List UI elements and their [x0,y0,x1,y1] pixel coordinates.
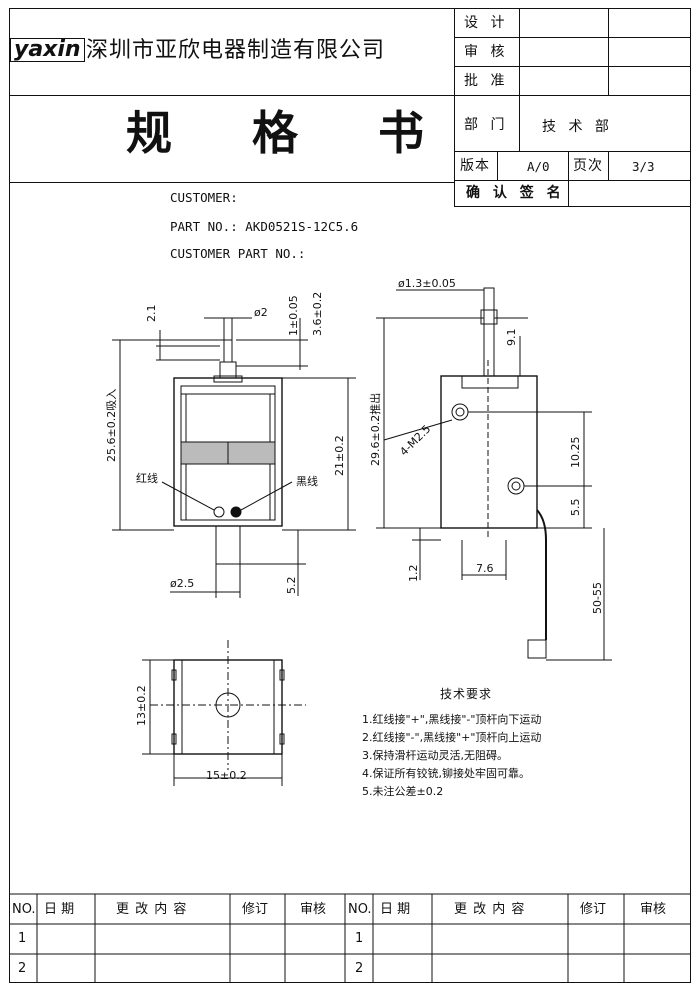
red-wire-label: 红线 [136,472,158,485]
page-value: 3/3 [632,159,655,174]
rev-row-no: 2 [355,961,364,976]
dim-7-6: 7.6 [476,562,494,575]
rev-header-review: 审核 [640,902,667,917]
dept-value: 技 术 部 [542,119,613,135]
part-no-label: PART NO.: AKD0521S-12C5.6 [170,219,359,234]
dim-5-5: 5.5 [569,498,582,517]
tech-requirement-item: 3.保持滑杆运动灵活,无阻碍。 [362,749,508,762]
dim-5-2: 5.2 [285,576,298,595]
tech-requirements-title: 技术要求 [440,687,493,701]
rev-header-revise: 修订 [580,902,607,917]
review-label: 审 核 [464,44,509,60]
black-wire-label: 黑线 [296,475,318,488]
dim-phi1-3: ø1.3±0.05 [398,277,456,290]
rev-header-date: 日 期 [44,902,75,917]
tech-requirement-item: 4.保证所有铰铳,铆接处牢固可靠。 [362,767,530,780]
rev-row-no: 2 [18,961,27,976]
header-divider [454,8,455,206]
bottom-view [142,640,306,786]
version-label: 版本 [460,158,490,174]
header-divider [454,37,691,38]
header-divider [454,180,691,181]
tech-requirement-item: 2.红线接"-",黑线接"+"顶杆向上运动 [362,731,542,744]
dim-29-6: 29.6±0.2推出 [369,392,382,466]
company-logo: yaxin [10,38,85,62]
company-name: 深圳市亚欣电器制造有限公司 [86,38,386,63]
rev-header-review: 审核 [300,902,327,917]
header-divider [568,151,569,206]
rev-header-no: NO. [12,902,36,917]
header-divider [519,8,520,151]
revision-table-grid [9,893,691,983]
rev-row-no: 1 [18,931,27,946]
part-no-value: AKD0521S-12C5.6 [245,219,359,234]
header-divider [454,206,691,207]
rev-header-no: NO. [348,902,372,917]
rev-header-content: 更 改 内 容 [454,902,526,917]
dim-3-6: 3.6±0.2 [311,291,324,336]
front-view [112,317,356,598]
side-view [376,287,612,661]
header-divider [9,95,454,96]
dim-50-55: 50-55 [591,582,604,614]
rev-header-revise: 修订 [242,902,269,917]
header-divider [454,95,691,96]
dim-phi2: ø2 [254,306,268,319]
header-divider [497,151,498,180]
version-value: A/0 [527,159,550,174]
design-label: 设 计 [464,15,509,31]
customer-part-no-label: CUSTOMER PART NO.: [170,246,306,261]
dim-2-1: 2.1 [145,304,158,323]
dim-10-25: 10.25 [569,436,582,469]
rev-header-date: 日 期 [380,902,411,917]
tech-requirement-item: 1.红线接"+",黑线接"-"顶杆向下运动 [362,713,542,726]
approve-label: 批 准 [464,73,509,89]
customer-label: CUSTOMER: [170,190,238,205]
dim-13: 13±0.2 [135,685,148,726]
dim-15: 15±0.2 [206,769,247,782]
header-divider [454,66,691,67]
rev-row-no: 1 [355,931,364,946]
dim-1-2: 1.2 [407,564,420,583]
rev-header-content: 更 改 内 容 [116,902,188,917]
dim-1-0-05: 1±0.05 [287,295,300,336]
header-divider [9,182,454,183]
drawing-frame [9,8,691,983]
dim-25-6: 25.6±0.2吸入 [105,388,118,462]
tech-requirement-item: 5.未注公差±0.2 [362,785,444,798]
header-divider [454,151,691,152]
page-title: 规 格 书 [126,106,457,160]
header-divider [608,151,609,180]
dept-label: 部 门 [464,117,509,133]
dim-9-1: 9.1 [505,328,518,347]
dim-phi2-5: ø2.5 [170,577,195,590]
page-label: 页次 [573,158,603,174]
header-divider [608,8,609,95]
confirm-signature-label: 确 认 签 名 [466,185,565,201]
dim-21: 21±0.2 [333,435,346,476]
